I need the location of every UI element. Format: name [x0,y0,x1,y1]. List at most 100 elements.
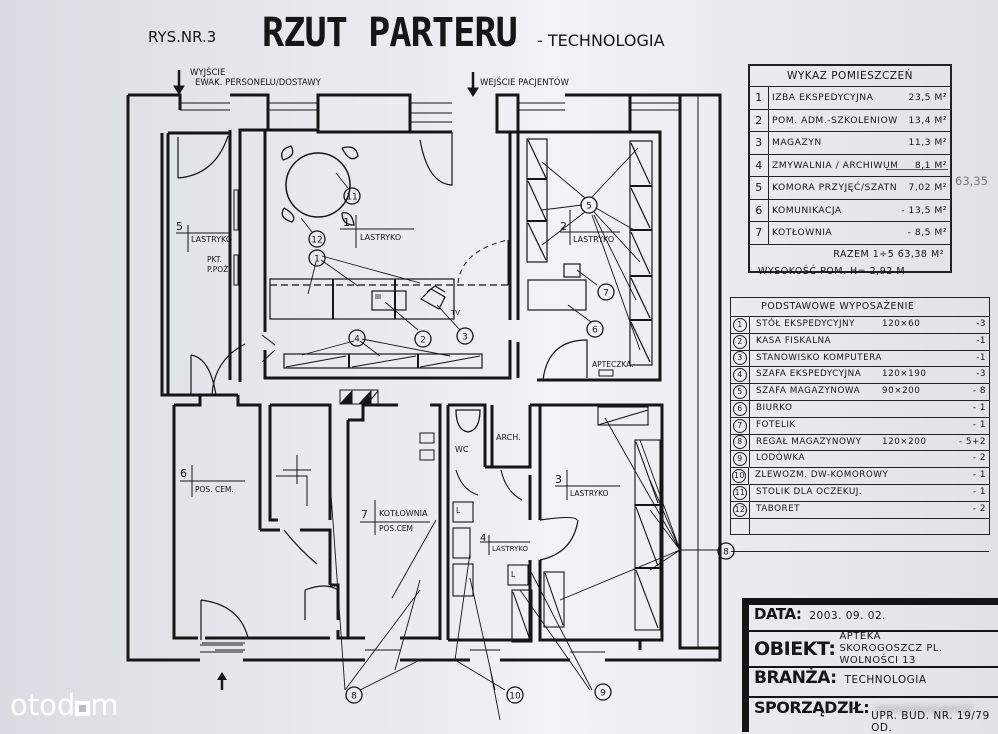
item-dimensions: 120×200 [882,436,927,447]
svg-text:9: 9 [600,689,606,699]
archive-label: ARCH. [496,433,521,442]
room-number: 4 [480,533,486,544]
rooms-table-title: WYKAZ POMIESZCZEŃ [750,66,950,87]
room-1-label: 1 LASTRYKO [340,215,414,248]
waiting-table [280,145,359,226]
svg-text:4: 4 [354,335,360,345]
shaft-cross [283,455,311,484]
object-name: APTEKA [839,631,881,642]
callout-5: 5 [580,196,598,214]
item-dimensions [882,401,952,417]
title-block-object-row: OBIEKT: APTEKA SKOROGOSZCZ PL. WOLNOŚCI … [749,631,998,668]
item-no: 1 [733,317,747,332]
watermark-text: m [90,688,119,722]
callout-4: 4 [348,329,366,347]
item-quantity: -3 [976,319,986,329]
item-name: ZLEWOZM. DW-KOMOROWY [754,470,889,481]
boiler-vent [419,449,435,461]
date-value: 2003. 09. 02. [809,610,886,622]
room-number: 2 [560,220,567,233]
title-block-date-row: DATA: 2003. 09. 02. [749,605,998,632]
item-name: KASA FISKALNA [756,335,832,346]
room-1-walls [263,128,512,380]
callout-leaders [541,147,641,351]
callout-7: 7 [597,283,615,301]
item-dimensions: 90×200 [882,386,921,397]
room-name: KOMUNIKACJA [772,204,842,216]
watermark-text: otod [10,688,76,722]
object-label: OBIEKT: [754,638,836,660]
room-6-label: 6 POS. CEM. [180,465,245,497]
entry-arrowhead [217,672,227,680]
door-arc [304,585,339,620]
room-name: ZMYWALNIA / ARCHIWUM [772,159,897,171]
pencil-underline [886,169,948,170]
door-arc [500,469,523,501]
callout-2: 2 [414,330,432,348]
callout-12: 12 [308,230,326,248]
room-4-walls [446,403,540,642]
door-arc [419,132,453,186]
room-no: 7 [750,222,769,244]
tv-label: TV [450,309,460,317]
room-name: MAGAZYN [772,137,822,148]
item-no: 10 [732,469,747,484]
room-name: IZBA EKSPEDYCYJNA [772,92,874,103]
wall-niche [233,189,239,231]
room-number: 5 [176,220,183,233]
callout-1: 1 [308,249,326,267]
equipment-table-title: PODSTAWOWE WYPOSAŻENIE [731,298,989,317]
callout-11: 11 [343,187,361,205]
stair-markers [339,389,379,405]
shaft-opening [276,475,308,506]
item-quantity: - 2 [972,503,986,514]
room-area: 23,5 M² [908,92,947,103]
svg-text:7: 7 [603,289,609,299]
room-3-label: 3 LASTRYKO [555,470,620,500]
item-dimensions: 120×190 [882,369,927,380]
door-arc [283,529,318,565]
door-arc [211,343,246,396]
callout-leaders [329,417,719,721]
item-no: 12 [733,502,747,517]
floor-finish: LASTRYKO [570,489,609,498]
callout-10: 10 [506,686,524,704]
room-name: KOTŁOWNIA [379,509,428,518]
door-arc [200,599,249,640]
room-height: WYSOKOŚĆ POM. H= 2,92 M [758,265,906,277]
date-label: DATA: [754,605,802,623]
dispensing-counter [269,239,510,320]
callout-6: 6 [586,320,604,338]
item-no: 4 [733,368,747,383]
item-dimensions [882,418,952,434]
room-number: 3 [555,473,562,486]
room-number: 6 [180,467,187,480]
callout-circles: 11 12 1 2 3 4 5 7 6 8 8 10 9 [308,187,735,704]
floor-finish: LASTRYKO [492,545,528,553]
item-no: 3 [733,351,747,366]
item-quantity: -3 [976,369,986,380]
item-quantity: -1 [976,352,986,363]
item-name: STANOWISKO KOMPUTERA [756,352,882,363]
room-area: - 8,5 M² [907,227,947,238]
toilet-icon [455,409,481,433]
windows [180,102,680,653]
room-number: 1 [343,216,350,229]
room-5-walls [166,128,268,395]
item-dimensions [882,451,952,467]
author-label: SPORZĄDZIŁ: [754,698,870,717]
item-name: BIURKO [756,402,793,413]
item-quantity: - 8 [972,386,986,397]
table-row-empty [731,552,989,570]
door-swing [261,334,276,363]
callout-leaders [300,172,461,357]
fire-point-label: P.POŻ [207,265,228,274]
room-no: 2 [750,109,769,131]
figure-number: RYS.NR.3 [148,28,217,46]
